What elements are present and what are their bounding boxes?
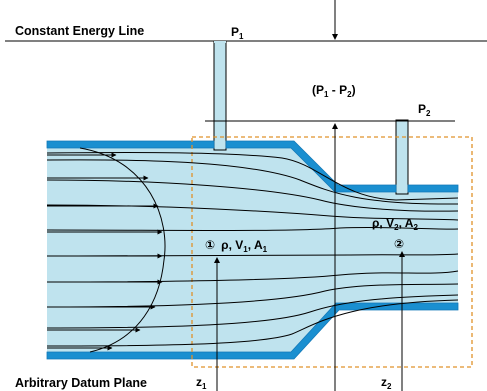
velocity-profile-arrows [47,152,163,351]
pipe-wall-bottom [46,302,459,360]
datum-plane-label: Arbitrary Datum Plane [15,376,147,390]
pipe-fluid [47,148,458,352]
section-2-marker: ② [394,237,404,251]
z2-label: z2 [381,375,392,391]
energy-line-label: Constant Energy Line [15,24,144,38]
control-volume [191,136,473,368]
pipe-wall-top [46,140,459,193]
piezometer-tube-2 [395,119,409,195]
p1-label: P1 [231,25,244,41]
pressure-difference-label: (P1 - P2) [312,83,356,99]
velocity-profile-curve [79,147,166,353]
z1-label: z1 [196,375,207,391]
piezometer-tube-1 [213,41,227,151]
section-2-properties-label: ρ, V2, A2 [372,216,418,232]
streamlines [46,152,459,347]
p2-label: P2 [418,102,431,118]
